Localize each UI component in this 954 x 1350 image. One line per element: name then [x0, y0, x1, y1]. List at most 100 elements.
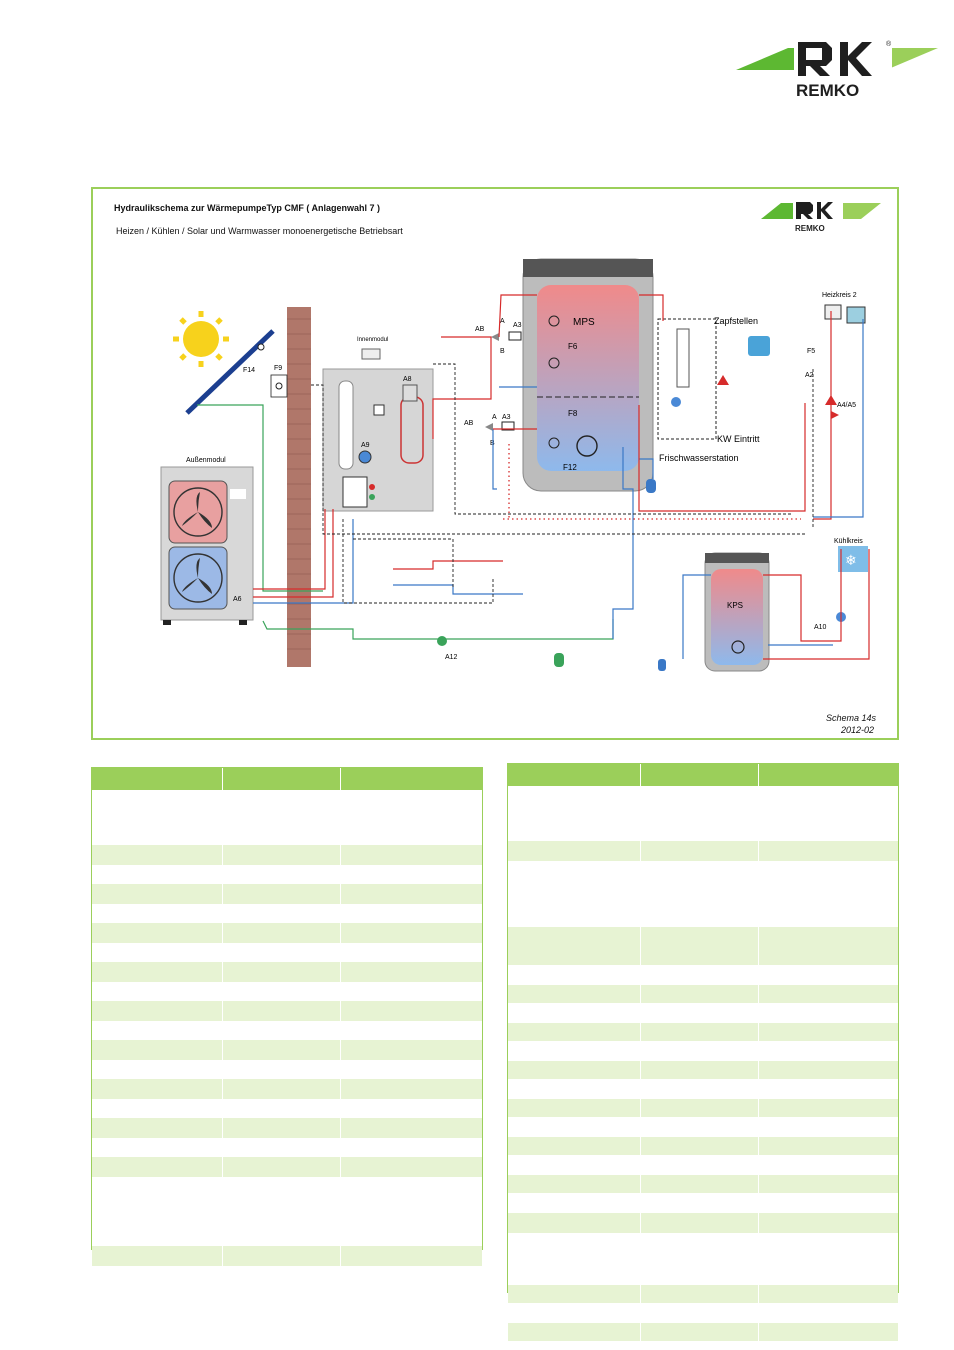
right-table-cell [640, 764, 759, 786]
left-table-cell [222, 1196, 341, 1246]
right-table-cell [508, 1303, 641, 1323]
svg-text:A: A [500, 318, 505, 325]
right-legend-table [507, 763, 899, 1341]
right-table-cell [640, 1117, 759, 1137]
right-table-row [508, 1003, 898, 1023]
right-table-cell [640, 927, 759, 947]
left-table-cell [92, 790, 223, 826]
right-table-cell [508, 822, 641, 841]
svg-text:AB: AB [475, 326, 485, 333]
right-table-row [508, 1323, 898, 1341]
svg-text:F8: F8 [568, 409, 578, 418]
left-table-cell [92, 1138, 223, 1157]
right-table-row [508, 1099, 898, 1117]
left-table-cell [340, 982, 482, 1001]
left-table-row [92, 904, 482, 923]
right-table-cell [508, 764, 641, 786]
svg-text:F6: F6 [568, 342, 578, 351]
right-table-cell [640, 1193, 759, 1213]
left-table-cell [340, 1099, 482, 1118]
right-table-cell [508, 1265, 641, 1285]
right-table-cell [640, 1023, 759, 1041]
right-table-cell [758, 1213, 898, 1233]
svg-text:A8: A8 [403, 376, 412, 383]
left-table-cell [92, 982, 223, 1001]
left-table-cell [92, 845, 223, 865]
right-table-cell [758, 985, 898, 1003]
right-table-row [508, 1117, 898, 1137]
left-table-cell [92, 943, 223, 962]
left-table-row [92, 923, 482, 943]
left-table-cell [92, 1079, 223, 1099]
svg-text:KW Eintritt: KW Eintritt [717, 434, 760, 444]
left-table-row [92, 1196, 482, 1246]
right-table-cell [640, 822, 759, 841]
left-table-row [92, 1099, 482, 1118]
svg-text:A4/A5: A4/A5 [837, 402, 856, 409]
svg-text:F5: F5 [807, 348, 815, 355]
right-table-cell [758, 1079, 898, 1099]
svg-text:Frischwasserstation: Frischwasserstation [659, 453, 739, 463]
right-table-cell [640, 1323, 759, 1341]
right-table-cell [508, 841, 641, 861]
right-table-cell [640, 1003, 759, 1023]
left-table-cell [222, 943, 341, 962]
left-table-row [92, 884, 482, 904]
left-table-cell [222, 1118, 341, 1138]
right-table-cell [640, 1155, 759, 1175]
right-table-cell [758, 1175, 898, 1193]
svg-text:MPS: MPS [573, 317, 595, 328]
svg-text:Innenmodul: Innenmodul [357, 337, 388, 343]
right-table-cell [640, 841, 759, 861]
right-table-cell [640, 861, 759, 893]
left-table-row [92, 790, 482, 826]
right-table-row [508, 786, 898, 822]
right-table-cell [508, 1213, 641, 1233]
right-table-cell [758, 965, 898, 985]
left-table-cell [222, 790, 341, 826]
right-table-cell [508, 1061, 641, 1079]
right-table-cell [508, 1155, 641, 1175]
pipe-dotted [503, 444, 801, 520]
left-table-cell [222, 1177, 341, 1196]
left-table-cell [222, 1040, 341, 1060]
left-table-cell [340, 962, 482, 982]
right-table-cell [640, 786, 759, 822]
svg-text:Zapfstellen: Zapfstellen [714, 316, 758, 326]
left-table-row [92, 943, 482, 962]
heating-circuit-2: Heizkreis 2 F5 A2 A4/A5 [805, 292, 866, 419]
left-table-grid [92, 768, 482, 1266]
left-table-cell [340, 923, 482, 943]
right-table-cell [640, 1175, 759, 1193]
svg-text:Außenmodul: Außenmodul [186, 457, 226, 464]
right-table-row [508, 1303, 898, 1323]
right-table-cell [758, 1003, 898, 1023]
right-table-cell [758, 764, 898, 786]
left-table-cell [92, 865, 223, 884]
right-table-row [508, 1155, 898, 1175]
right-table-cell [758, 893, 898, 927]
svg-text:Kühlkreis: Kühlkreis [834, 538, 863, 545]
signal-lines [311, 363, 814, 604]
left-table-cell [92, 1196, 223, 1246]
right-table-cell [758, 1193, 898, 1213]
svg-text:A9: A9 [361, 442, 370, 449]
right-table-cell [758, 1265, 898, 1285]
svg-text:F12: F12 [563, 463, 577, 472]
left-table-cell [222, 845, 341, 865]
left-table-cell [222, 1138, 341, 1157]
right-table-cell [508, 1175, 641, 1193]
right-table-cell [758, 1233, 898, 1265]
left-table-row [92, 865, 482, 884]
left-table-cell [340, 826, 482, 845]
svg-text:A6: A6 [233, 596, 242, 603]
kps-tank: KPS [658, 552, 770, 672]
left-table-row [92, 1118, 482, 1138]
a12-pump: A12 [437, 636, 564, 667]
left-table-cell [222, 1079, 341, 1099]
outdoor-module: Außenmodul A6 [160, 457, 254, 625]
svg-text:AB: AB [464, 420, 474, 427]
left-table-row [92, 845, 482, 865]
left-table-cell [222, 1099, 341, 1118]
right-table-grid [508, 764, 898, 1341]
